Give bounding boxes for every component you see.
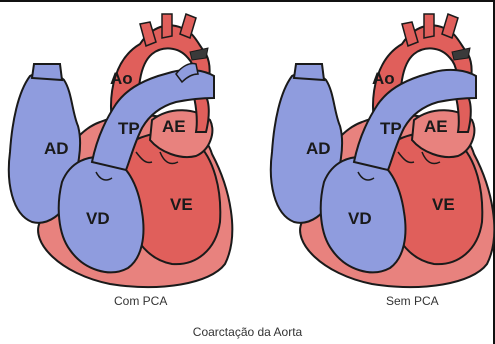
heart-panel-with-pda: Ao AD TP AE VD VE	[7, 13, 234, 289]
label-right-atrium: AD	[44, 139, 69, 158]
label-aorta: Ao	[110, 69, 133, 88]
label-left-ventricle: VE	[432, 195, 455, 214]
label-left-atrium: AE	[424, 117, 448, 136]
caption-without-pda: Sem PCA	[386, 294, 439, 308]
caption-with-pda: Com PCA	[114, 294, 168, 308]
label-left-ventricle: VE	[170, 195, 193, 214]
ductus-arteriosus-shape	[175, 62, 199, 84]
label-left-atrium: AE	[162, 117, 186, 136]
label-right-ventricle: VD	[348, 209, 372, 228]
heart-panel-without-pda: Ao AD TP AE VD VE	[269, 13, 495, 289]
label-pulmonary-trunk: TP	[380, 119, 402, 138]
label-right-atrium: AD	[306, 139, 331, 158]
figure-title: Coarctação da Aorta	[192, 325, 303, 339]
label-right-ventricle: VD	[86, 209, 110, 228]
label-pulmonary-trunk: TP	[118, 119, 140, 138]
label-aorta: Ao	[372, 69, 395, 88]
